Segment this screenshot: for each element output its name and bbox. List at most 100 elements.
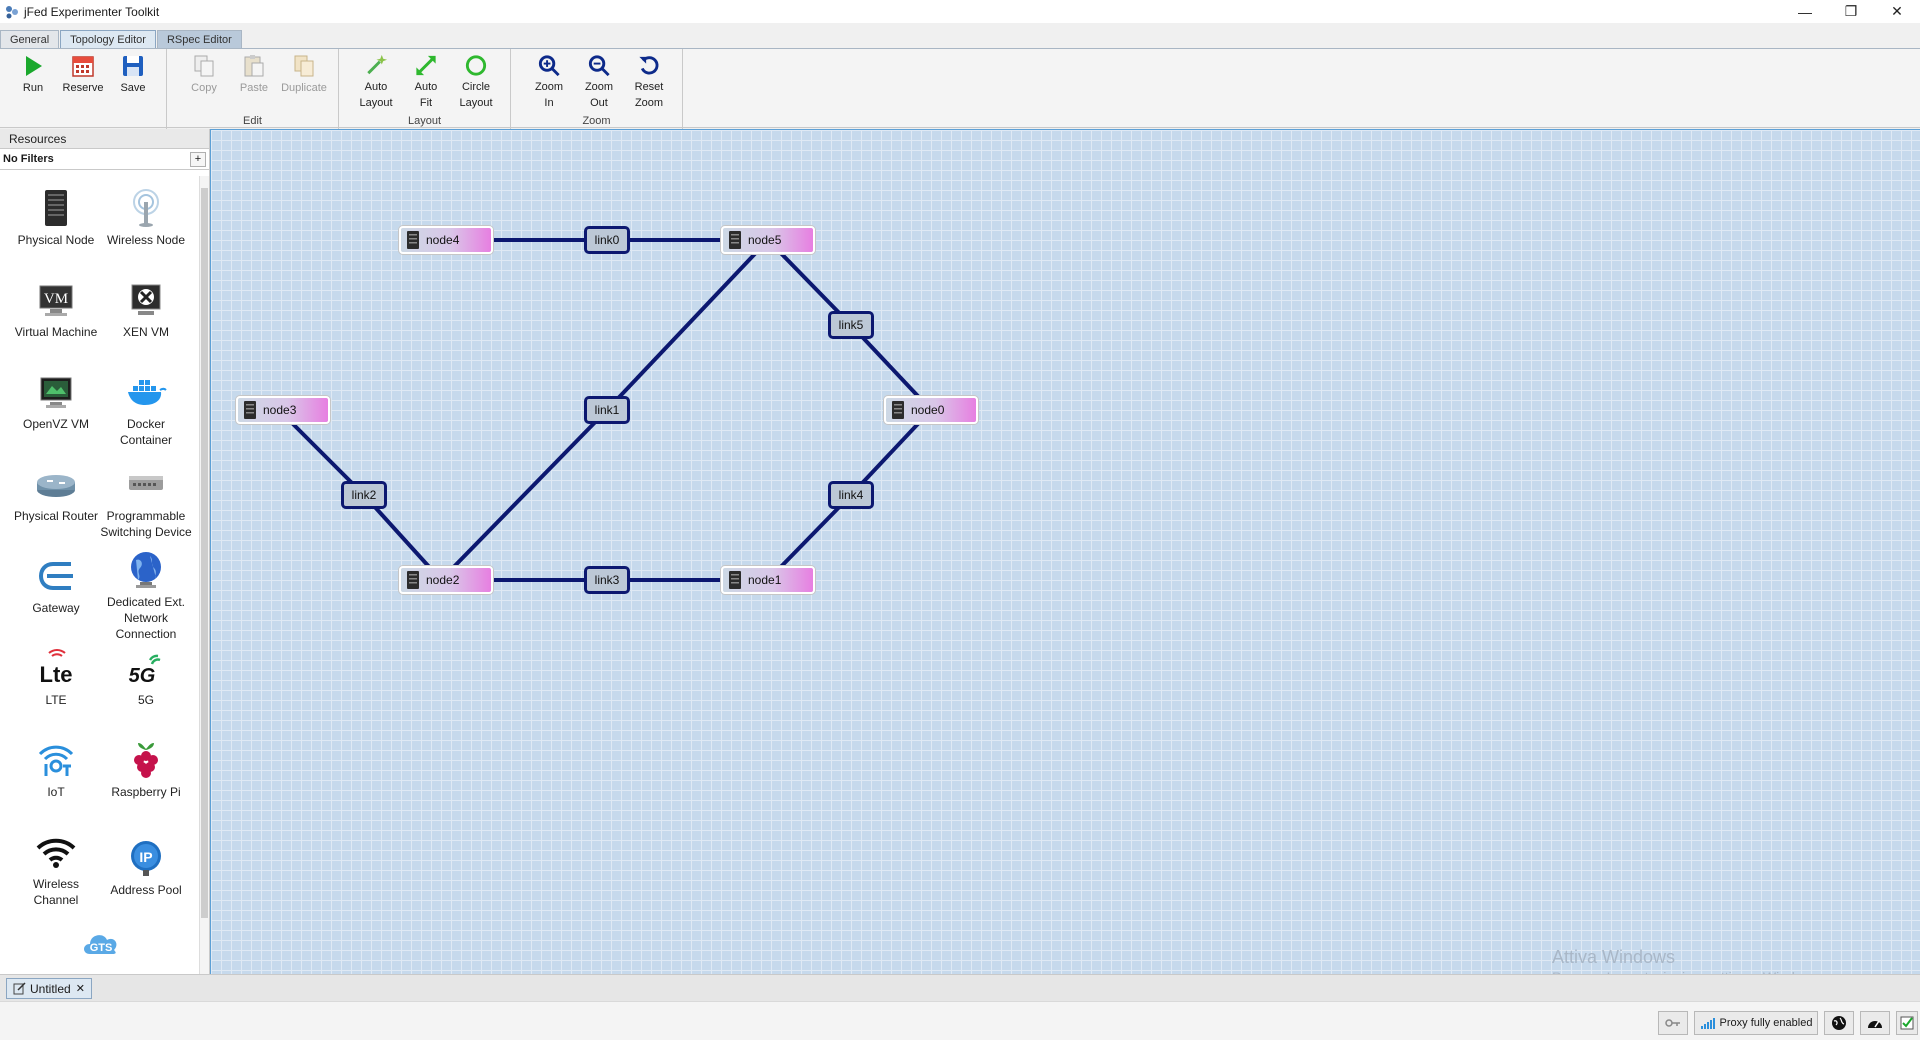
edge-link4-node1: [766, 493, 853, 582]
svg-text:IP: IP: [139, 849, 152, 865]
close-button[interactable]: ✕: [1891, 3, 1903, 19]
zoom-out-icon: [588, 55, 610, 77]
search-key-button[interactable]: [1658, 1011, 1688, 1035]
run-button[interactable]: Run: [8, 53, 58, 111]
raspberry-pi-icon: [134, 743, 158, 778]
circle-layout-button[interactable]: Circle Layout: [451, 53, 501, 111]
layout-group: Auto Layout Auto Fit Circle Layout Layou…: [339, 49, 511, 129]
topology-link-link5[interactable]: link5: [828, 311, 874, 339]
edge-link5-node0: [849, 323, 933, 412]
palette-lte[interactable]: Lte LTE: [10, 646, 102, 708]
edge-link2-node2: [362, 493, 443, 582]
gts-icon: GTS: [84, 935, 117, 954]
duplicate-button[interactable]: Duplicate: [279, 53, 329, 111]
palette-openvz-vm[interactable]: OpenVZ VM: [10, 370, 102, 432]
app-icon: [4, 4, 20, 20]
palette-scrollbar[interactable]: [199, 176, 209, 974]
save-button[interactable]: Save: [108, 53, 158, 111]
reserve-button[interactable]: Reserve: [58, 53, 108, 111]
server-icon: [407, 231, 419, 249]
paste-icon: [244, 55, 264, 77]
add-filter-button[interactable]: +: [190, 151, 206, 167]
minimize-button[interactable]: —: [1798, 3, 1812, 20]
palette-gts[interactable]: GTS: [55, 922, 147, 968]
edge-node5-link5: [766, 238, 853, 327]
topology-node-node1[interactable]: node1: [721, 566, 815, 594]
tab-topology-editor[interactable]: Topology Editor: [60, 30, 156, 49]
tab-general[interactable]: General: [0, 30, 60, 49]
topology-link-link0[interactable]: link0: [584, 226, 630, 254]
palette-dedicated-network[interactable]: Dedicated Ext. Network Connection: [100, 548, 192, 642]
topology-node-node4[interactable]: node4: [399, 226, 493, 254]
globe-status-button[interactable]: [1824, 1011, 1854, 1035]
resources-header: Resources: [0, 129, 209, 149]
zoom-out-button[interactable]: Zoom Out: [574, 53, 624, 111]
switch-icon: [129, 476, 163, 490]
zoom-group-label: Zoom: [582, 115, 611, 127]
iot-icon: [38, 745, 74, 776]
topology-link-link1[interactable]: link1: [584, 396, 630, 424]
document-tab-untitled[interactable]: Untitled ✕: [6, 978, 92, 999]
5g-icon: 5G: [129, 654, 161, 687]
paste-button[interactable]: Paste: [229, 53, 279, 111]
server-icon: [244, 401, 256, 419]
wifi-icon: [36, 838, 76, 868]
palette-gateway[interactable]: Gateway: [10, 554, 102, 616]
palette-raspberry-pi[interactable]: Raspberry Pi: [100, 738, 192, 800]
topology-link-link3[interactable]: link3: [584, 566, 630, 594]
scrollbar-thumb[interactable]: [201, 188, 208, 918]
speedometer-button[interactable]: [1860, 1011, 1890, 1035]
palette-iot[interactable]: IoT: [10, 738, 102, 800]
floppy-disk-icon: [123, 56, 143, 76]
svg-text:5G: 5G: [129, 665, 156, 687]
topology-node-node5[interactable]: node5: [721, 226, 815, 254]
svg-text:GTS: GTS: [90, 942, 113, 954]
copy-icon: [194, 55, 214, 77]
svg-text:VM: VM: [44, 291, 68, 307]
zoom-in-button[interactable]: Zoom In: [524, 53, 574, 111]
topology-link-link4[interactable]: link4: [828, 481, 874, 509]
restore-button[interactable]: ❐: [1844, 3, 1858, 19]
server-icon: [892, 401, 904, 419]
tab-rspec-editor[interactable]: RSpec Editor: [156, 30, 242, 49]
check-status-button[interactable]: [1896, 1011, 1918, 1035]
reset-zoom-button[interactable]: Reset Zoom: [624, 53, 674, 111]
server-icon: [729, 231, 741, 249]
router-icon: [37, 475, 75, 497]
palette-physical-router[interactable]: Physical Router: [10, 462, 102, 524]
expand-arrows-icon: [416, 55, 436, 76]
close-tab-icon[interactable]: ✕: [75, 983, 85, 995]
document-tabs: Untitled ✕: [0, 974, 1920, 1001]
palette-wireless-channel[interactable]: Wireless Channel: [10, 830, 102, 908]
circle-icon: [465, 55, 487, 76]
filter-label: No Filters: [3, 153, 54, 165]
topology-node-node3[interactable]: node3: [236, 396, 330, 424]
topology-node-node0[interactable]: node0: [884, 396, 978, 424]
signal-bars-icon: [1700, 1018, 1715, 1029]
auto-fit-button[interactable]: Auto Fit: [401, 53, 451, 111]
copy-button[interactable]: Copy: [179, 53, 229, 111]
palette-virtual-machine[interactable]: VM Virtual Machine: [10, 278, 102, 340]
proxy-status-button[interactable]: Proxy fully enabled: [1694, 1011, 1818, 1035]
globe-icon: [131, 552, 161, 588]
palette-xen-vm[interactable]: XEN VM: [100, 278, 192, 340]
auto-layout-button[interactable]: Auto Layout: [351, 53, 401, 111]
filter-bar: No Filters +: [0, 149, 209, 170]
ribbon-toolbar: Run Reserve Save Copy Paste Duplicate Ed…: [0, 48, 1920, 129]
palette-programmable-switch[interactable]: Programmable Switching Device: [100, 462, 192, 540]
palette-address-pool[interactable]: IP Address Pool: [100, 836, 192, 898]
server-icon: [407, 571, 419, 589]
edit-group-label: Edit: [243, 115, 262, 127]
edit-icon: [13, 982, 26, 995]
topology-link-link2[interactable]: link2: [341, 481, 387, 509]
palette-wireless-node[interactable]: Wireless Node: [100, 186, 192, 248]
edit-group: Copy Paste Duplicate Edit: [167, 49, 339, 129]
topology-node-node2[interactable]: node2: [399, 566, 493, 594]
palette-physical-node[interactable]: Physical Node: [10, 186, 102, 248]
wireless-node-icon: [133, 189, 159, 227]
layout-group-label: Layout: [407, 115, 442, 127]
palette-docker-container[interactable]: Docker Container: [100, 370, 192, 448]
palette-5g[interactable]: 5G 5G: [100, 646, 192, 708]
edge-link1-node2: [439, 408, 609, 582]
topology-canvas[interactable]: node4 node5 node3 node0 node2 node1 link…: [210, 129, 1920, 974]
